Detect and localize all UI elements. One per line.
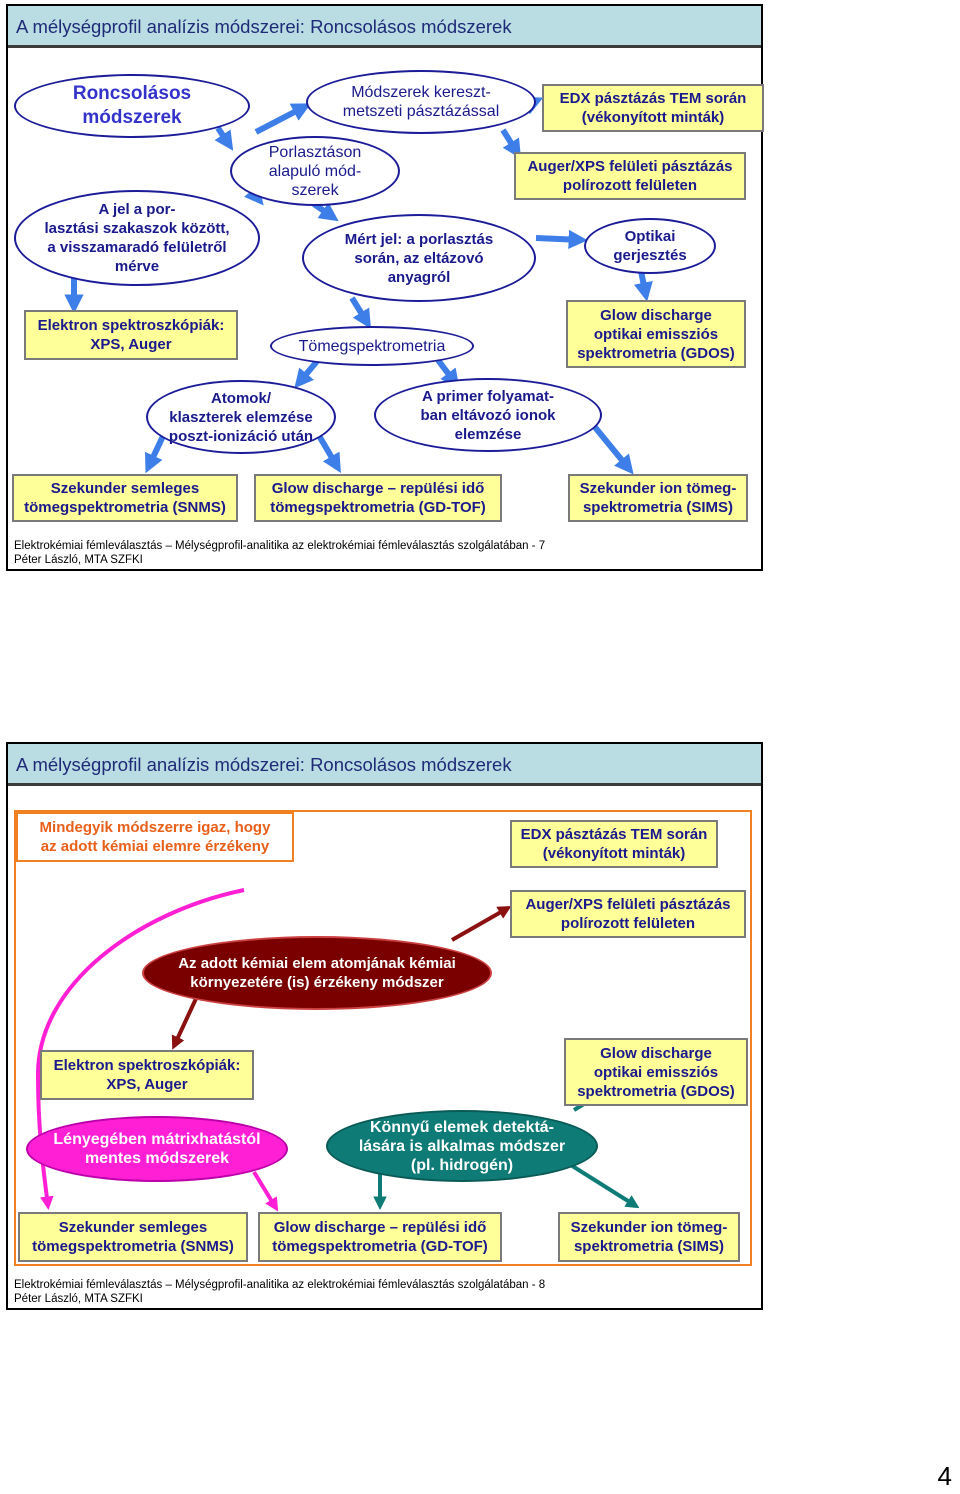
slide-7: A mélységprofil analízis módszerei: Ronc… xyxy=(6,4,764,571)
footer-course: Elektrokémiai fémleválasztás – Mélységpr… xyxy=(14,540,546,552)
node-auger-xps: Auger/XPS felületi pásztázás polírozott … xyxy=(510,890,746,938)
node-snms: Szekunder semleges tömegspektrometria (S… xyxy=(12,474,238,522)
slide-title-bar: A mélységprofil analízis módszerei: Ronc… xyxy=(8,744,761,786)
footer-course: Elektrokémiai fémleválasztás – Mélységpr… xyxy=(14,1279,546,1291)
arrow-keresztmetszeti-to-auger xyxy=(500,128,522,159)
arrow-tomeg-to-atomok xyxy=(294,358,321,389)
slide-title-bar: A mélységprofil analízis módszerei: Ronc… xyxy=(8,6,761,48)
node-mert-jel: Mért jel: a porlasztás során, az eltázov… xyxy=(302,214,536,302)
page-number: 4 xyxy=(937,1461,952,1491)
node-edx: EDX pásztázás TEM során (vékonyított min… xyxy=(510,820,718,868)
node-matrixhatas: Lényegében mátrixhatástól mentes módszer… xyxy=(26,1116,288,1182)
slide-footer: Elektrokémiai fémleválasztás – Mélységpr… xyxy=(14,539,545,567)
footer-author: Péter László, MTA SZFKI xyxy=(14,554,143,566)
node-gdtof: Glow discharge – repülési idő tömegspekt… xyxy=(254,474,502,522)
node-elektron: Elektron spektroszkópiák: XPS, Auger xyxy=(40,1050,254,1100)
slide-8: A mélységprofil analízis módszerei: Ronc… xyxy=(6,742,763,1310)
node-primer: A primer folyamat- ban eltávozó ionok el… xyxy=(374,378,602,452)
arrow-matrix-to-gdtof xyxy=(252,1170,279,1212)
arrow-roncsolasos-to-porlasztason xyxy=(214,126,234,151)
node-optikai: Optikai gerjesztés xyxy=(584,218,716,274)
node-porlasztason: Porlasztáson alapuló mód- szerek xyxy=(230,136,400,206)
arrow-atomok-to-gdtof xyxy=(315,432,341,473)
arrow-mert-to-tomeg xyxy=(349,296,372,329)
node-sims: Szekunder ion tömeg- spektrometria (SIMS… xyxy=(568,474,748,522)
slide-title: A mélységprofil analízis módszerei: Ronc… xyxy=(16,754,512,775)
slide-footer: Elektrokémiai fémleválasztás – Mélységpr… xyxy=(14,1278,545,1306)
footer-author: Péter László, MTA SZFKI xyxy=(14,1293,143,1305)
node-atomok: Atomok/ klaszterek elemzése poszt-ionizá… xyxy=(146,380,336,454)
slide-title: A mélységprofil analízis módszerei: Ronc… xyxy=(16,16,512,37)
orange-frame xyxy=(14,810,752,1266)
node-keresztmetszeti: Módszerek kereszt- metszeti pásztázással xyxy=(306,70,536,134)
arrow-atomok-to-snms xyxy=(145,432,167,474)
node-auger-xps: Auger/XPS felületi pásztázás polírozott … xyxy=(514,152,746,200)
arrow-roncsolasos-to-keresztmetszeti xyxy=(254,103,312,135)
arrow-porlasztason-to-mert xyxy=(312,201,339,222)
node-mindegyik: Mindegyik módszerre igaz, hogy az adott … xyxy=(16,812,294,862)
node-jel-porlasztasi: A jel a por- lasztási szakaszok között, … xyxy=(14,190,260,286)
node-edx: EDX pásztázás TEM során (vékonyított min… xyxy=(542,84,764,132)
node-elektron: Elektron spektroszkópiák: XPS, Auger xyxy=(24,310,238,360)
arrow-primer-to-sims xyxy=(591,424,634,475)
arrow-kemiai-to-auger xyxy=(451,905,512,942)
node-gdos: Glow discharge optikai emissziós spektro… xyxy=(564,1038,748,1106)
arrow-layer xyxy=(64,96,653,475)
node-kemiai-kornyezet: Az adott kémiai elem atomjának kémiai kö… xyxy=(142,936,492,1010)
node-gdtof: Glow discharge – repülési idő tömegspekt… xyxy=(258,1212,502,1262)
node-konnyu: Könnyű elemek detektá- lására is alkalma… xyxy=(326,1110,598,1182)
node-tomegspektrometria: Tömegspektrometria xyxy=(270,326,474,366)
node-roncsolasos: Roncsolásos módszerek xyxy=(14,74,250,138)
node-snms: Szekunder semleges tömegspektrometria (S… xyxy=(18,1212,248,1262)
node-gdos: Glow discharge optikai emissziós spektro… xyxy=(566,300,746,368)
arrow-konnyu-to-sims xyxy=(564,1160,640,1209)
node-sims: Szekunder ion tömeg- spektrometria (SIMS… xyxy=(558,1212,740,1262)
arrow-mert-to-optikai xyxy=(535,229,588,250)
